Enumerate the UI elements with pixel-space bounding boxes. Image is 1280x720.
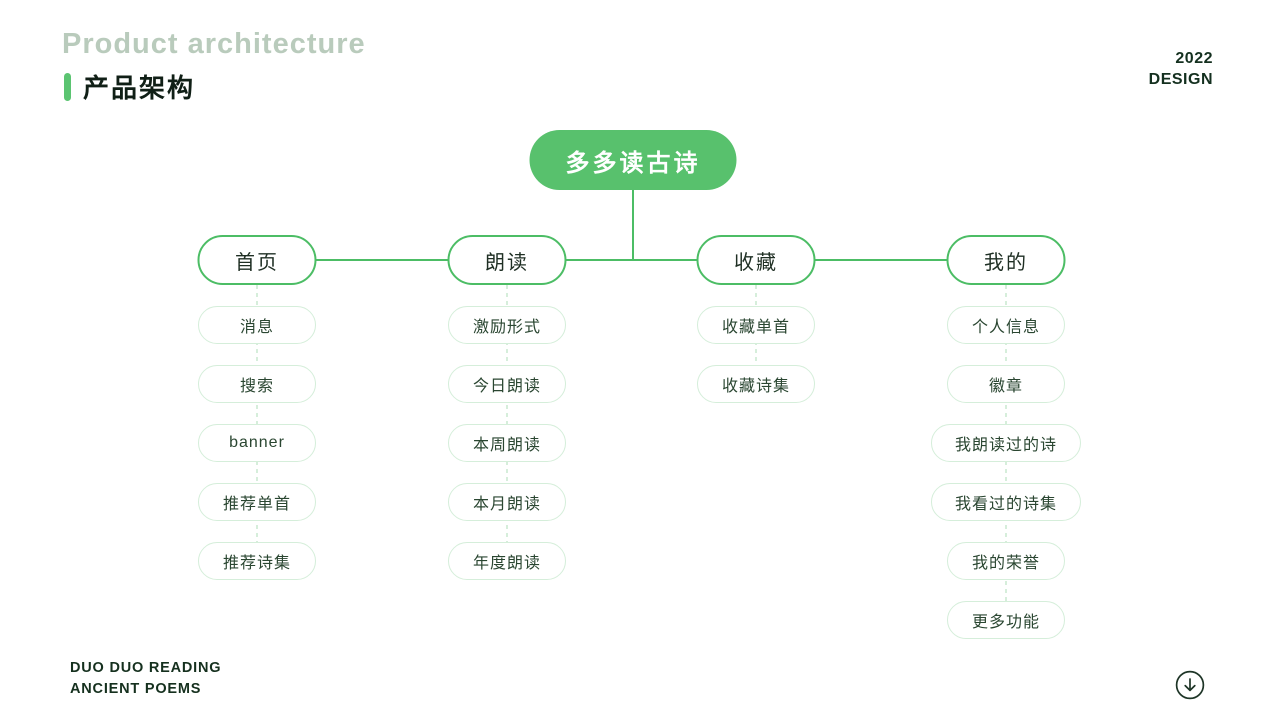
branch-mine: 我的 [946,235,1066,285]
column-reading: 激励形式 今日朗读 本周朗读 本月朗读 年度朗读 [448,306,566,580]
branch-favorites: 收藏 [696,235,816,285]
footer-line2: ANCIENT POEMS [70,681,202,697]
tree-child-node: 我的荣誉 [946,542,1065,580]
badge-text: DESIGN [1148,71,1213,88]
tree-child-node: 年度朗读 [448,542,566,580]
tree-child-node: 我看过的诗集 [930,483,1082,521]
tree-child-node: 更多功能 [946,601,1065,639]
down-arrow-circle-icon[interactable] [1175,670,1205,700]
year-badge: 2022 DESIGN [1149,48,1213,90]
column-favorites: 收藏单首 收藏诗集 [697,306,815,403]
tree-child-node: 我朗读过的诗 [930,424,1082,462]
tree-child-node: 本月朗读 [448,483,566,521]
tree-child-node: 收藏诗集 [697,365,815,403]
badge-year: 2022 [1175,50,1213,67]
tree-child-node: 激励形式 [448,306,566,344]
page-title-zh: 产品架构 [83,73,196,103]
page-title-row: 产品架构 [64,68,195,105]
branch-home: 首页 [197,235,317,285]
column-home: 消息 搜索 banner 推荐单首 推荐诗集 [198,306,316,580]
tree-child-node: 个人信息 [946,306,1065,344]
tree-child-node: 本周朗读 [448,424,566,462]
tree-child-node: 徽章 [946,365,1065,403]
branch-reading: 朗读 [447,235,567,285]
tree-child-node: 今日朗读 [448,365,566,403]
accent-bar [64,72,71,101]
footer-caption: DUO DUO READING ANCIENT POEMS [70,658,221,700]
page-title-en: Product architecture [62,28,366,60]
tree-child-node: 收藏单首 [697,306,815,344]
tree-child-node: 推荐单首 [198,483,316,521]
column-mine: 个人信息 徽章 我朗读过的诗 我看过的诗集 我的荣誉 更多功能 [930,306,1082,639]
tree-child-node: 推荐诗集 [198,542,316,580]
tree-child-node: 消息 [198,306,316,344]
root-node: 多多读古诗 [529,130,737,190]
tree-child-node: banner [198,424,316,462]
tree-child-node: 搜索 [198,365,316,403]
footer-line1: DUO DUO READING [70,660,222,676]
